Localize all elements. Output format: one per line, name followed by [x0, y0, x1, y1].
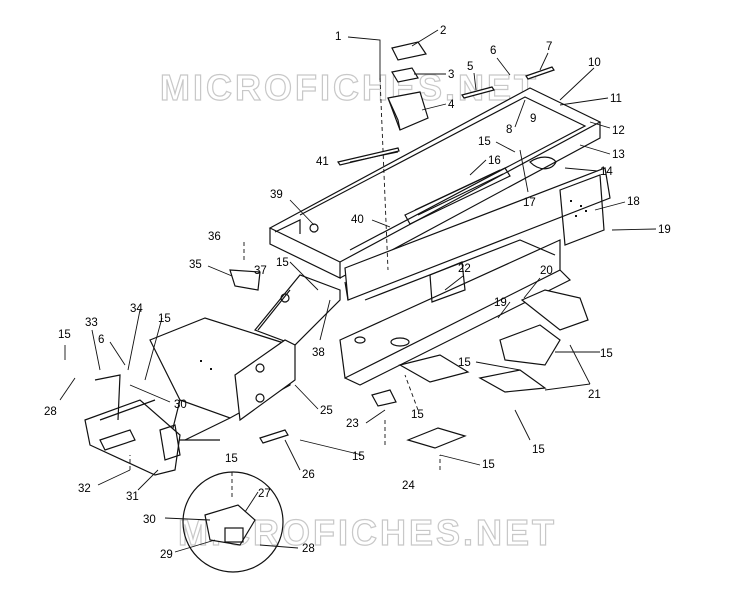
part-2 — [391, 41, 427, 61]
callout-34: 34 — [130, 303, 143, 315]
callout-16: 16 — [488, 155, 501, 167]
storage-box-4 — [387, 91, 429, 131]
callout-15-left1: 15 — [158, 313, 171, 325]
callout-15-bottom: 15 — [482, 459, 495, 471]
part-3 — [391, 67, 419, 83]
callout-37: 37 — [254, 265, 267, 277]
callout-31: 31 — [126, 491, 139, 503]
callout-28-inset: 28 — [302, 543, 315, 555]
callout-2: 2 — [440, 25, 446, 37]
callout-19-mid: 19 — [494, 297, 507, 309]
callout-24: 24 — [402, 480, 415, 492]
callout-18: 18 — [627, 196, 640, 208]
callout-9: 9 — [530, 113, 536, 125]
front-frame — [84, 399, 181, 476]
callout-13: 13 — [612, 149, 625, 161]
callout-28-left: 28 — [44, 406, 57, 418]
callout-15-right2: 15 — [458, 357, 471, 369]
part-20 — [520, 289, 589, 331]
callout-6: 6 — [490, 45, 496, 57]
callout-40: 40 — [351, 214, 364, 226]
callout-27: 27 — [258, 488, 271, 500]
watermark-top: MICROFICHES.NET — [160, 67, 539, 108]
leader-lines — [59, 29, 657, 553]
post-rod — [94, 374, 121, 421]
callout-25: 25 — [320, 405, 333, 417]
callout-8: 8 — [506, 124, 512, 136]
callout-22: 22 — [458, 263, 471, 275]
part-26 — [259, 429, 289, 444]
callout-21: 21 — [588, 389, 601, 401]
callout-33: 33 — [85, 317, 98, 329]
callout-15-top: 15 — [478, 136, 491, 148]
callout-23: 23 — [346, 418, 359, 430]
callout-38: 38 — [312, 347, 325, 359]
console-upper-body — [268, 87, 602, 279]
part-35 — [229, 269, 261, 291]
callout-29: 29 — [160, 549, 173, 561]
callout-7: 7 — [546, 41, 552, 53]
callout-15-right1: 15 — [600, 348, 613, 360]
callout-15-lowright: 15 — [532, 444, 545, 456]
callout-15-center: 15 — [411, 409, 424, 421]
callout-5: 5 — [467, 61, 473, 73]
callout-32: 32 — [78, 483, 91, 495]
callout-15-lowcenter: 15 — [352, 451, 365, 463]
callout-6-left: 6 — [98, 334, 104, 346]
callout-30-left: 30 — [174, 399, 187, 411]
callout-1: 1 — [335, 31, 341, 43]
callout-39: 39 — [270, 189, 283, 201]
callout-36: 36 — [208, 231, 221, 243]
callout-12: 12 — [612, 125, 625, 137]
callout-26: 26 — [302, 469, 315, 481]
callout-15-inset: 15 — [225, 453, 238, 465]
detail-inset-circle — [182, 471, 284, 573]
callout-15-mid: 15 — [276, 257, 289, 269]
part-24 — [406, 427, 467, 449]
callout-20: 20 — [540, 265, 553, 277]
part-7 — [525, 66, 555, 80]
part-41 — [337, 147, 400, 166]
callout-15-left2: 15 — [58, 329, 71, 341]
callout-labels: 1 2 3 4 5 6 7 8 9 10 11 12 13 14 15 16 1… — [44, 25, 671, 561]
callout-41: 41 — [316, 156, 329, 168]
part-23 — [371, 389, 397, 407]
callout-10: 10 — [588, 57, 601, 69]
callout-11: 11 — [610, 93, 622, 105]
callout-19-right: 19 — [658, 224, 671, 236]
part-21 — [499, 324, 561, 366]
seat-base-25 — [149, 317, 296, 441]
callout-17: 17 — [523, 197, 536, 209]
callout-35: 35 — [189, 259, 202, 271]
callout-30-inset: 30 — [143, 514, 156, 526]
tunnel-body — [339, 239, 572, 386]
part-5 — [461, 86, 495, 99]
console-side-panel — [344, 167, 611, 301]
part-15-plate — [398, 354, 470, 383]
part-19-lower — [478, 369, 547, 393]
callout-14: 14 — [600, 166, 613, 178]
callout-4: 4 — [448, 99, 455, 111]
callout-3: 3 — [448, 69, 454, 81]
